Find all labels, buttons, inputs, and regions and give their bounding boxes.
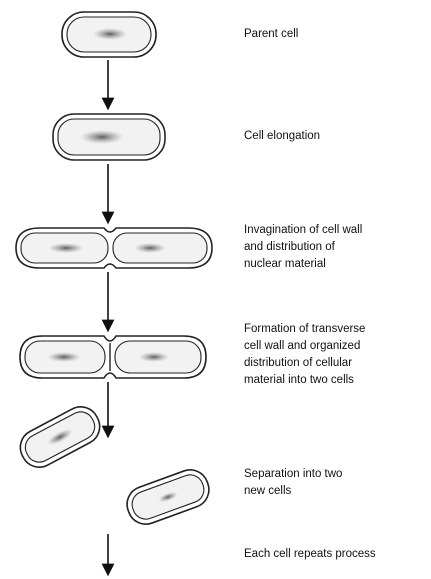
label-separation: Separation into two new cells (244, 466, 429, 500)
label-line: and distribution of (244, 239, 429, 256)
nuclear-material (48, 243, 84, 253)
label-line: nuclear material (244, 256, 429, 273)
label-line: distribution of cellular (244, 355, 429, 372)
elongated-cell (53, 114, 165, 160)
label-invagination: Invagination of cell wall and distributi… (244, 222, 429, 273)
label-line: Invagination of cell wall (244, 222, 429, 239)
separated-cell-left (14, 401, 106, 474)
label-line: Cell elongation (244, 128, 429, 145)
nuclear-material (80, 130, 124, 144)
nuclear-material (47, 352, 81, 362)
label-line: cell wall and organized (244, 338, 429, 355)
label-line: Formation of transverse (244, 321, 429, 338)
label-line: new cells (244, 483, 429, 500)
label-line: Parent cell (244, 26, 429, 43)
nuclear-material (134, 243, 166, 253)
dividing-cell (20, 336, 206, 378)
nuclear-material (93, 28, 127, 40)
parent-cell (62, 12, 156, 57)
label-cell-elongation: Cell elongation (244, 128, 429, 145)
label-line: Separation into two (244, 466, 429, 483)
label-parent-cell: Parent cell (244, 26, 429, 43)
nuclear-material (139, 352, 169, 362)
label-repeat: Each cell repeats process (244, 546, 429, 563)
label-transverse-wall: Formation of transverse cell wall and or… (244, 321, 429, 389)
label-line: material into two cells (244, 372, 429, 389)
invaginating-cell (16, 228, 212, 268)
label-line: Each cell repeats process (244, 546, 429, 563)
separated-cell-right (122, 465, 214, 529)
